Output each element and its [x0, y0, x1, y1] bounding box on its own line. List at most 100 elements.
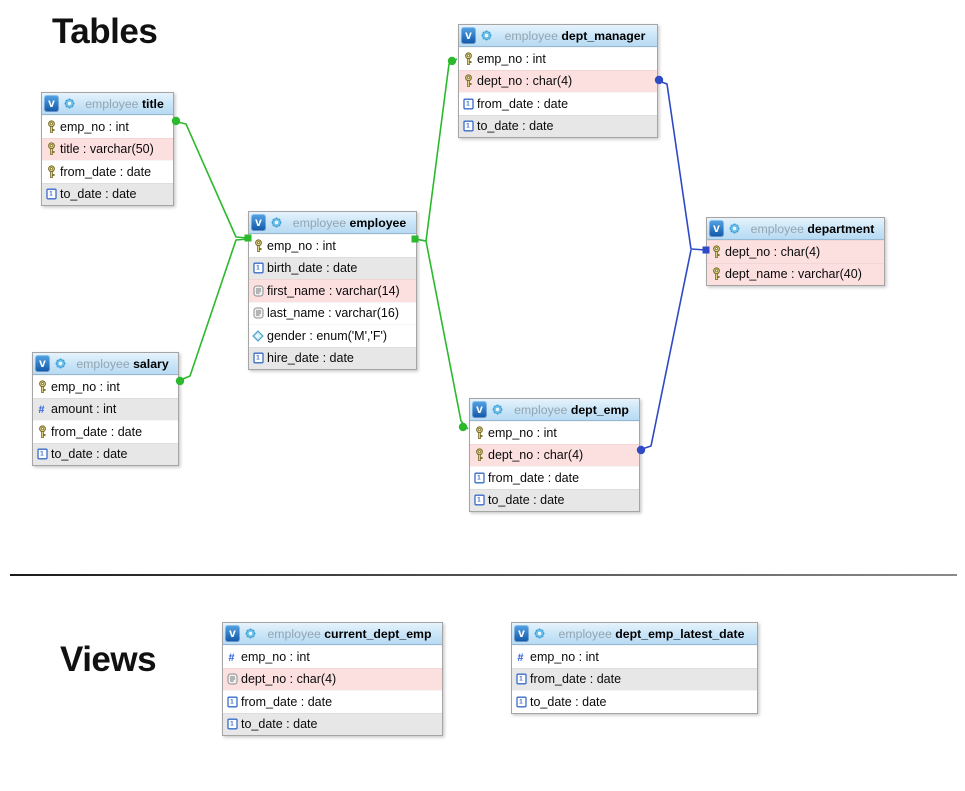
- column-row[interactable]: first_name : varchar(14): [249, 279, 416, 302]
- entity-title[interactable]: v employee title emp_no : int title : varch…: [41, 92, 174, 206]
- schema-name: employee: [750, 221, 808, 236]
- column-definition: emp_no : int: [241, 649, 310, 664]
- table-header[interactable]: v employee department: [707, 218, 884, 240]
- column-row[interactable]: emp_no : int: [33, 375, 178, 398]
- column-definition: from_date : date: [241, 694, 333, 709]
- svg-text:#: #: [228, 652, 234, 663]
- column-row[interactable]: 1 to_date : date: [42, 182, 173, 205]
- date-icon: 1: [512, 696, 530, 708]
- column-definition: emp_no : int: [488, 425, 557, 440]
- gear-icon: [491, 403, 504, 416]
- anchor-dot: [458, 422, 468, 432]
- column-row[interactable]: emp_no : int: [42, 115, 173, 138]
- column-row[interactable]: emp_no : int: [249, 234, 416, 257]
- column-row[interactable]: gender : enum('M','F'): [249, 324, 416, 347]
- table-header[interactable]: v employee title: [42, 93, 173, 115]
- column-definition: to_date : date: [241, 717, 318, 732]
- svg-text:#: #: [517, 652, 523, 663]
- column-row[interactable]: 1 from_date : date: [470, 466, 639, 489]
- entity-salary[interactable]: v employee salary emp_no : int#amount : in…: [32, 352, 179, 466]
- table-name: department: [807, 221, 875, 236]
- column-row[interactable]: # emp_no : int: [223, 645, 442, 668]
- gear-icon: [54, 357, 67, 370]
- column-definition: from_date : date: [488, 470, 580, 485]
- gear-icon: [533, 627, 546, 640]
- tables-heading: Tables: [52, 12, 158, 51]
- column-row[interactable]: dept_no : char(4): [459, 69, 657, 92]
- key-icon: [707, 245, 725, 259]
- column-row[interactable]: from_date : date: [42, 160, 173, 183]
- date-icon: 1: [470, 472, 488, 484]
- column-definition: to_date : date: [477, 119, 554, 134]
- column-definition: from_date : date: [477, 96, 569, 111]
- table-header[interactable]: v employee dept_emp: [470, 399, 639, 421]
- table-title: employee department: [741, 220, 884, 238]
- table-title: employee employee: [283, 214, 416, 232]
- table-name: dept_manager: [561, 28, 646, 43]
- svg-text:1: 1: [49, 191, 53, 198]
- v-badge-icon: v: [709, 220, 724, 237]
- column-row[interactable]: 1 to_date : date: [459, 114, 657, 137]
- column-definition: to_date : date: [60, 187, 137, 202]
- entity-dept_emp[interactable]: v employee dept_emp emp_no : int dept_no : …: [469, 398, 640, 512]
- v-badge-icon: v: [461, 27, 476, 44]
- key-icon: [707, 267, 725, 281]
- table-title: employee dept_emp_latest_date: [546, 625, 757, 643]
- column-row[interactable]: from_date : date: [33, 420, 178, 443]
- v-badge-icon: v: [35, 355, 50, 372]
- text-icon: [249, 307, 267, 319]
- schema-name: employee: [514, 402, 571, 417]
- v-badge-icon: v: [472, 401, 487, 418]
- column-row[interactable]: emp_no : int: [459, 47, 657, 70]
- num-icon: #: [223, 651, 241, 663]
- date-icon: 1: [459, 120, 477, 132]
- column-row[interactable]: dept_name : varchar(40): [707, 262, 884, 285]
- table-title: employee title: [76, 95, 173, 113]
- column-definition: emp_no : int: [60, 119, 129, 134]
- column-row[interactable]: #emp_no : int: [512, 645, 757, 668]
- table-header[interactable]: v employee salary: [33, 353, 178, 375]
- table-title: employee salary: [67, 355, 178, 373]
- key-icon: [42, 120, 60, 134]
- column-row[interactable]: dept_no : char(4): [470, 443, 639, 466]
- column-definition: to_date : date: [488, 493, 565, 508]
- gear-icon: [728, 222, 741, 235]
- svg-text:1: 1: [477, 474, 481, 481]
- column-row[interactable]: #amount : int: [33, 397, 178, 420]
- column-row[interactable]: title : varchar(50): [42, 137, 173, 160]
- v-badge-icon: v: [44, 95, 59, 112]
- num-icon: #: [33, 403, 51, 415]
- column-definition: emp_no : int: [267, 238, 336, 253]
- date-icon: 1: [249, 352, 267, 364]
- column-row[interactable]: dept_no : char(4): [223, 667, 442, 690]
- column-row[interactable]: emp_no : int: [470, 421, 639, 444]
- table-title: employee dept_emp: [504, 401, 639, 419]
- table-name: dept_emp: [570, 402, 629, 417]
- column-definition: from_date : date: [51, 424, 143, 439]
- svg-text:1: 1: [466, 123, 470, 130]
- column-row[interactable]: last_name : varchar(16): [249, 301, 416, 324]
- column-definition: birth_date : date: [267, 261, 358, 276]
- schema-name: employee: [292, 215, 350, 230]
- column-row[interactable]: dept_no : char(4): [707, 240, 884, 263]
- key-icon: [42, 142, 60, 156]
